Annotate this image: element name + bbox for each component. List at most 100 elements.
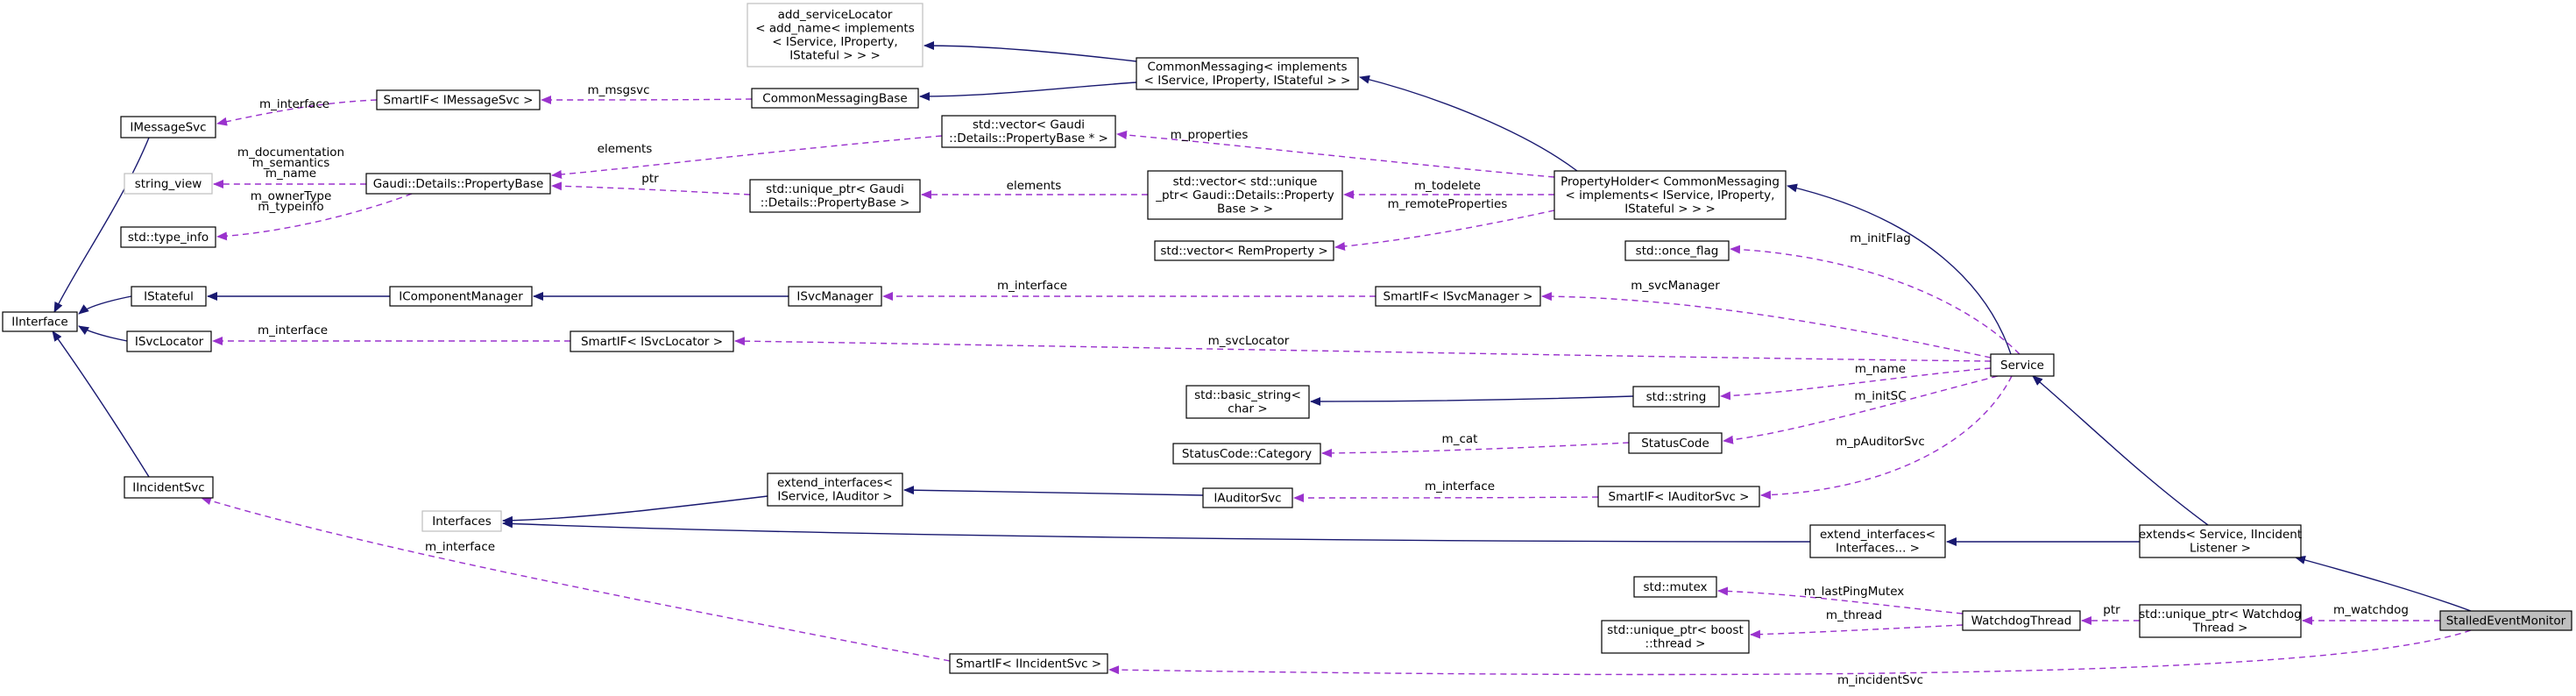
class-box [788, 286, 882, 307]
edge-line [1108, 629, 2472, 676]
class-box [570, 330, 734, 352]
usage-edge-Service-to-std_string: m_name [1720, 362, 1992, 401]
class-node-unique_ptr_boost_thread[interactable]: std::unique_ptr< boost::thread > [1601, 620, 1750, 654]
class-node-WatchdogThread[interactable]: WatchdogThread [1962, 610, 2081, 631]
class-name-line: SmartIF< ISvcLocator > [581, 335, 723, 349]
edge-line [1787, 183, 2012, 355]
class-node-Interfaces[interactable]: Interfaces [421, 510, 502, 532]
edge-line [1310, 395, 1634, 406]
edge-label: m_svcManager [1631, 279, 1720, 293]
class-name-line: std::type_info [128, 231, 209, 245]
class-box [1624, 240, 1730, 261]
class-box [1632, 386, 1720, 408]
class-node-CommonMessagingBase[interactable]: CommonMessagingBase [751, 88, 919, 109]
class-node-SmartIF_ISvcLocator[interactable]: SmartIF< ISvcLocator > [570, 330, 734, 352]
class-name-line: PropertyHolder< CommonMessaging [1560, 174, 1780, 188]
class-node-ISvcManager[interactable]: ISvcManager [788, 286, 882, 307]
class-name-line: StalledEventMonitor [2446, 614, 2566, 628]
class-node-vector_PropertyBase_ptr[interactable]: std::vector< Gaudi::Details::PropertyBas… [941, 115, 1116, 148]
edge-line [919, 82, 1137, 101]
class-node-unique_ptr_Watchdog[interactable]: std::unique_ptr< WatchdogThread > [2139, 604, 2302, 638]
class-node-PropertyHolder[interactable]: PropertyHolder< CommonMessaging< impleme… [1553, 170, 1787, 220]
edge-label: m_cat [1442, 432, 1478, 446]
edges-layer: m_msgsvcm_interfacem_propertieselementsm… [52, 41, 2472, 687]
edge-line [1334, 210, 1555, 251]
usage-edge-PropertyHolder-to-vector_unique_ptr: m_todelete [1343, 179, 1554, 199]
class-node-std_mutex[interactable]: std::mutex [1633, 576, 1717, 598]
class-name-line: Listener > [2190, 542, 2251, 556]
class-node-extend_interfaces_IAuditor[interactable]: extend_interfaces<IService, IAuditor > [767, 472, 903, 507]
class-node-SmartIF_IMessageSvc[interactable]: SmartIF< IMessageSvc > [376, 89, 541, 110]
edge-line [201, 496, 951, 662]
class-node-IMessageSvc[interactable]: IMessageSvc [120, 116, 216, 138]
class-node-IIncidentSvc[interactable]: IIncidentSvc [124, 476, 214, 499]
edge-line [78, 295, 132, 315]
class-name-line: IStateful > > > [1624, 202, 1716, 216]
usage-edge-Service-to-once_flag: m_initFlag [1730, 231, 2020, 355]
class-node-vector_unique_ptr[interactable]: std::vector< std::unique_ptr< Gaudi::Det… [1147, 170, 1343, 220]
class-node-ISvcLocator[interactable]: ISvcLocator [126, 330, 212, 352]
class-box [949, 653, 1108, 674]
class-name-line: ::thread > [1645, 637, 1706, 651]
class-name-line: ISvcManager [796, 289, 874, 303]
class-node-unique_ptr_PropertyBase[interactable]: std::unique_ptr< Gaudi::Details::Propert… [749, 179, 921, 213]
class-box [767, 472, 903, 507]
edge-label: m_svcLocator [1208, 334, 1290, 348]
class-name-line: < implements< IService, IProperty, [1566, 188, 1775, 202]
class-name-line: < IService, IProperty, IStateful > > [1144, 74, 1351, 88]
class-node-type_info[interactable]: std::type_info [120, 226, 216, 248]
class-node-StalledEventMonitor[interactable]: StalledEventMonitor [2439, 610, 2572, 631]
class-node-StatusCode_Category[interactable]: StatusCode::Category [1172, 443, 1321, 465]
class-node-vector_RemProperty[interactable]: std::vector< RemProperty > [1154, 240, 1334, 261]
class-node-basic_string[interactable]: std::basic_string<char > [1185, 385, 1310, 419]
class-box [751, 88, 919, 109]
class-node-PropertyBase[interactable]: Gaudi::Details::PropertyBase [365, 173, 551, 195]
class-node-add_serviceLocator[interactable]: add_serviceLocator< add_name< implements… [747, 3, 924, 67]
usage-edge-WatchdogThread-to-std_mutex: m_lastPingMutex [1717, 585, 1964, 614]
class-box [124, 173, 213, 195]
class-box [1628, 432, 1723, 454]
class-name-line: std::unique_ptr< Watchdog [2139, 607, 2301, 621]
class-node-IAuditorSvc[interactable]: IAuditorSvc [1202, 487, 1293, 508]
class-name-line: extends< Service, IIncident [2139, 528, 2302, 542]
class-node-IStateful[interactable]: IStateful [131, 286, 207, 307]
class-box [1962, 610, 2081, 631]
class-node-Service[interactable]: Service [1990, 353, 2055, 377]
class-node-StatusCode[interactable]: StatusCode [1628, 432, 1723, 454]
edge-label: m_typeinfo [258, 200, 323, 214]
class-box [2139, 524, 2302, 558]
edge-line [1730, 245, 2020, 355]
class-name-line: ::Details::PropertyBase * > [949, 131, 1108, 146]
class-node-std_string[interactable]: std::string [1632, 386, 1720, 408]
class-box [120, 116, 216, 138]
class-node-IInterface[interactable]: IInterface [2, 311, 78, 332]
class-node-IComponentManager[interactable]: IComponentManager [389, 286, 533, 307]
class-box [749, 179, 921, 213]
class-node-extend_interfaces_Interfaces[interactable]: extend_interfaces<Interfaces... > [1809, 524, 1946, 558]
class-node-string_view[interactable]: string_view [124, 173, 213, 195]
class-node-once_flag[interactable]: std::once_flag [1624, 240, 1730, 261]
class-name-line: extend_interfaces< [1820, 528, 1936, 542]
class-name-line: add_serviceLocator [778, 8, 893, 22]
inheritance-edge-PropertyHolder-to-CommonMessaging [1359, 75, 1578, 172]
usage-edge-unique_ptr_Watchdog-to-WatchdogThread: ptr [2081, 603, 2141, 625]
edge-label: m_name [1855, 362, 1906, 376]
edge-line [1116, 131, 1555, 178]
class-node-SmartIF_ISvcManager[interactable]: SmartIF< ISvcManager > [1375, 286, 1541, 307]
class-box [124, 476, 214, 499]
edge-label: m_interface [1425, 479, 1495, 494]
class-name-line: StatusCode [1641, 437, 1709, 451]
inheritance-edge-StalledEventMonitor-to-extends_Service [2295, 556, 2472, 612]
usage-edge-StalledEventMonitor-to-unique_ptr_Watchdog: m_watchdog [2302, 603, 2441, 625]
edge-line [1760, 375, 2013, 500]
class-node-SmartIF_IAuditorSvc[interactable]: SmartIF< IAuditorSvc > [1597, 486, 1760, 508]
class-box [1597, 486, 1760, 508]
edge-label: m_interface [258, 323, 328, 337]
class-node-SmartIF_IIncidentSvc[interactable]: SmartIF< IIncidentSvc > [949, 653, 1108, 674]
class-node-CommonMessaging[interactable]: CommonMessaging< implements< IService, I… [1136, 57, 1359, 90]
class-name-line: CommonMessaging< implements [1147, 60, 1347, 75]
class-name-line: SmartIF< IIncidentSvc > [956, 657, 1101, 671]
edge-line [53, 137, 150, 313]
